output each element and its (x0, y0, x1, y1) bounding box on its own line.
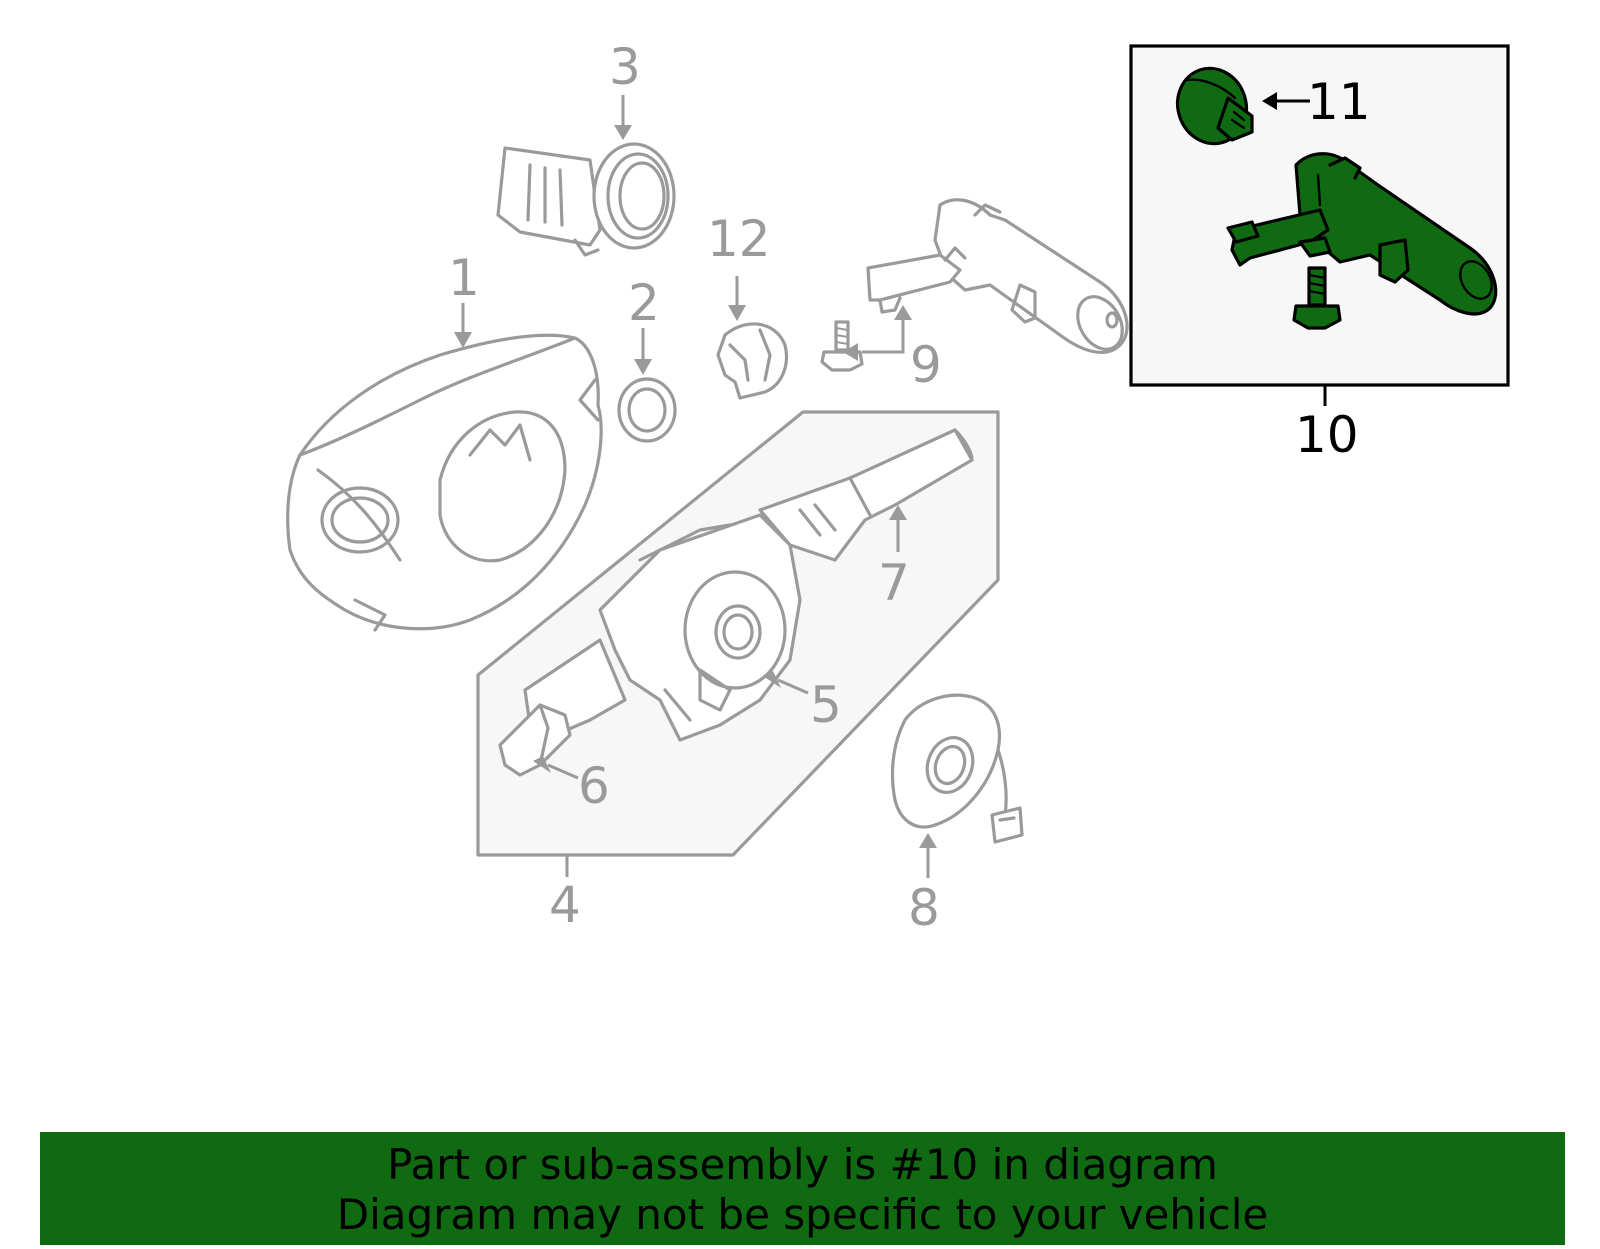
part-2-ring (617, 377, 677, 443)
leader-lines (454, 92, 1327, 878)
banner-line-1: Part or sub-assembly is #10 in diagram (387, 1140, 1218, 1189)
part-1-column-cover (286, 333, 603, 632)
callout-12: 12 (707, 210, 771, 268)
part-11-lock-cap (1175, 66, 1254, 146)
callout-8: 8 (908, 879, 940, 937)
callout-3: 3 (609, 38, 641, 96)
callout-7: 7 (878, 554, 910, 612)
part-6-left-lever (498, 638, 627, 777)
callout-9: 9 (910, 336, 942, 394)
part-10-bolt (1292, 266, 1342, 330)
callout-11: 11 (1307, 73, 1371, 131)
callout-2: 2 (628, 274, 660, 332)
callout-6: 6 (578, 757, 610, 815)
callout-4: 4 (549, 876, 581, 934)
part-5-switch-body (598, 513, 802, 742)
callout-5: 5 (810, 676, 842, 734)
callout-labels: 1 2 3 4 5 6 7 8 9 10 11 12 (448, 38, 1371, 937)
part-12-clip (716, 322, 788, 400)
banner-line-2: Diagram may not be specific to your vehi… (336, 1190, 1269, 1239)
part-8-clock-spring (890, 693, 1024, 844)
info-banner: Part or sub-assembly is #10 in diagram D… (40, 1132, 1565, 1245)
callout-10: 10 (1295, 406, 1359, 464)
lock-assembly-gray (866, 198, 1129, 355)
part-7-right-lever (758, 428, 974, 562)
part-10-lock-assembly (1226, 152, 1498, 316)
part-3-switch-housing (496, 142, 676, 257)
callout-1: 1 (448, 249, 480, 307)
